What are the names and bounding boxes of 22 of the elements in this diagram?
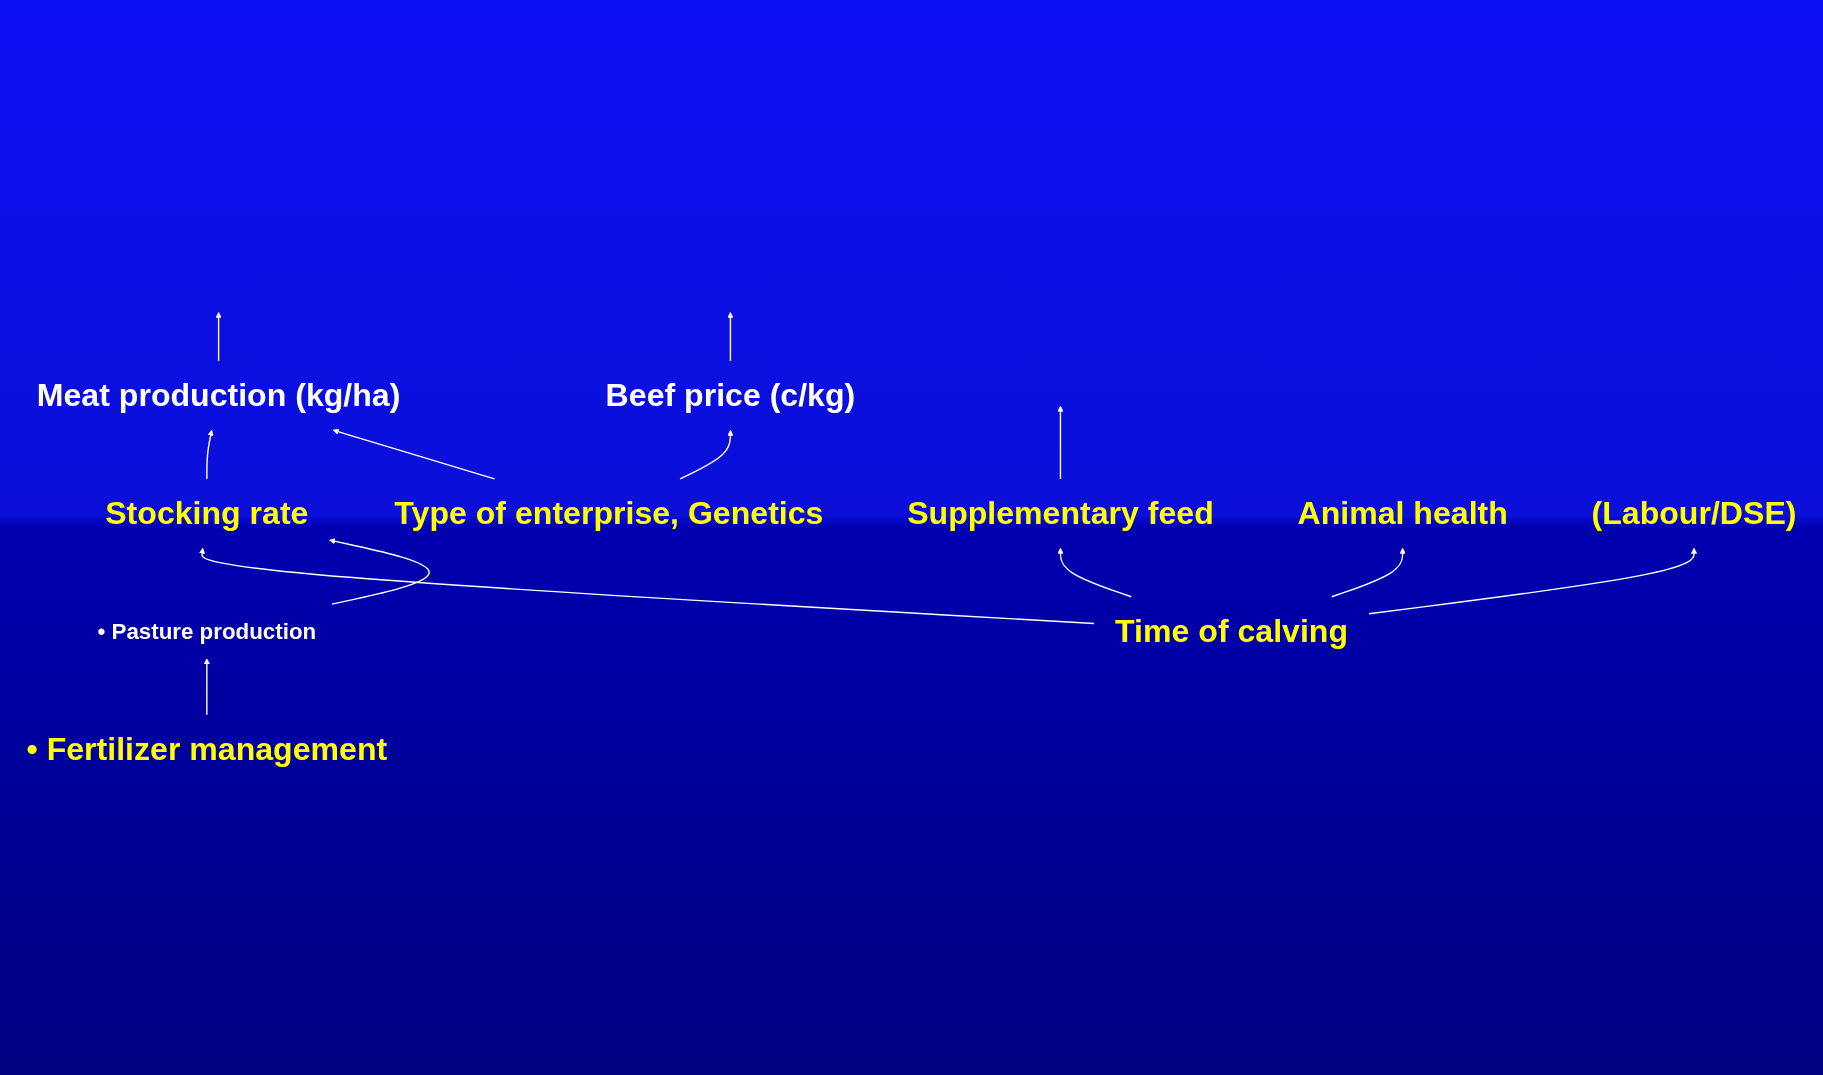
node-text: Supplementary feed — [907, 494, 1214, 532]
arrow — [1057, 405, 1064, 480]
arrow — [332, 428, 496, 480]
node-text: • Fertilizer management — [26, 730, 388, 767]
arrow — [203, 658, 210, 716]
arrow — [329, 538, 430, 605]
node-text: Animal health — [1297, 494, 1508, 532]
arrow — [727, 311, 734, 362]
arrow — [199, 547, 1095, 625]
arrow — [206, 429, 214, 480]
arrow — [679, 429, 734, 480]
node-text: • Pasture production — [97, 618, 317, 644]
node-text: (Labour/DSE) — [1591, 494, 1797, 532]
node-text: Beef price (c/kg) — [605, 377, 856, 414]
node-text: Type of enterprise, Genetics — [394, 494, 824, 532]
arrow — [1057, 547, 1133, 598]
node-text: Time of calving — [1115, 612, 1349, 650]
node-text: Meat production (kg/ha) — [36, 377, 401, 414]
arrow — [215, 311, 222, 362]
arrow — [1331, 547, 1406, 598]
node-text: Stocking rate — [105, 494, 309, 532]
arrow — [1368, 547, 1698, 615]
